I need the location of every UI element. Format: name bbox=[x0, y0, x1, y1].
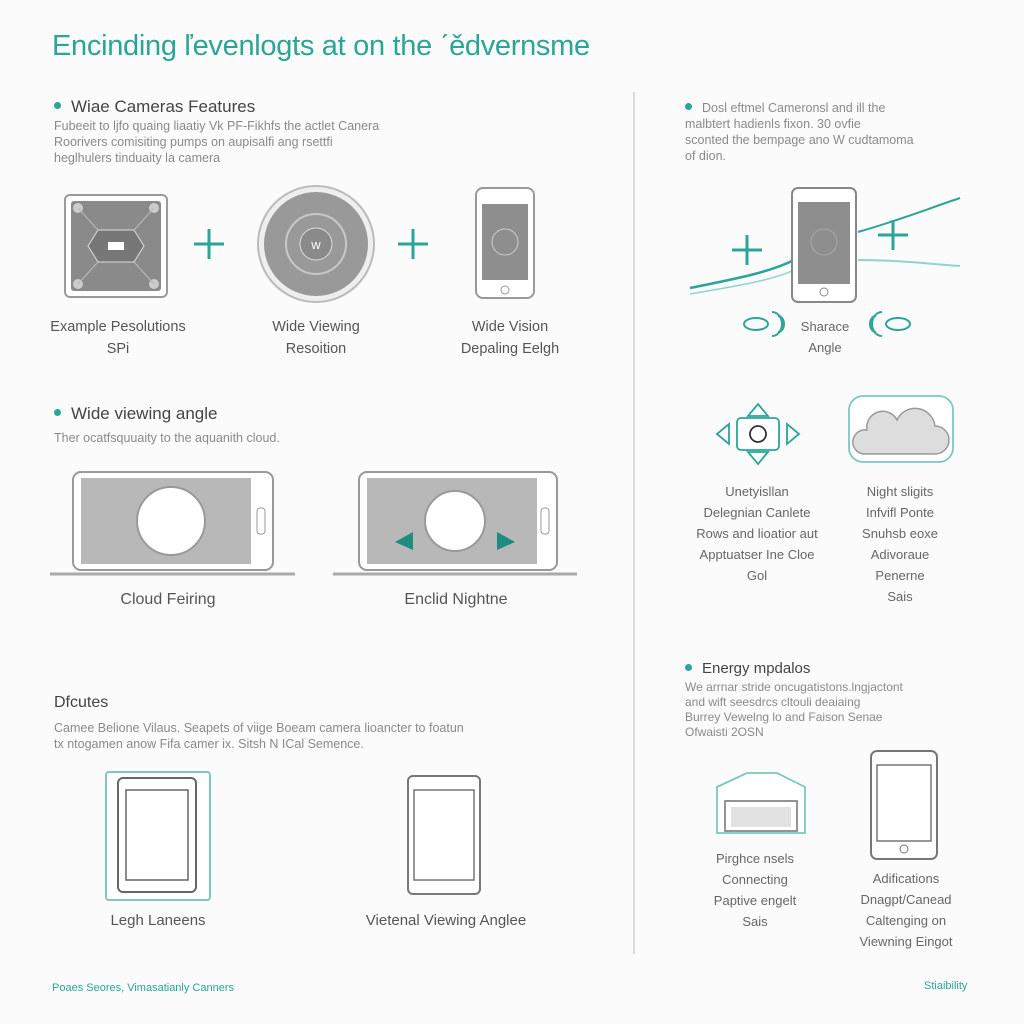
router-icon bbox=[716, 772, 806, 834]
camera-device-icon bbox=[50, 471, 295, 576]
energy-caption-2: Adifications Dnagpt/Canead Caltenging on… bbox=[859, 871, 953, 949]
difcutes-heading: Dfcutes bbox=[54, 694, 109, 711]
signal-wave-icon bbox=[869, 311, 911, 337]
cloud-icon bbox=[848, 395, 954, 463]
energy-heading: Energy mpdalos bbox=[685, 660, 810, 677]
difcutes-illustration bbox=[105, 771, 481, 901]
pair-caption-2: Night sligits Infvifl Ponte Snuhsb eoxe … bbox=[862, 484, 938, 604]
camera-device-icon bbox=[333, 471, 577, 576]
drone-icon bbox=[715, 402, 801, 466]
viewing-description: Ther ocatfsquuaity to the aquanith cloud… bbox=[54, 431, 280, 445]
intro-description: Dosl eftmel Cameronsl and ill the malbte… bbox=[685, 101, 914, 163]
square-camera-icon bbox=[64, 194, 168, 298]
smartphone-icon bbox=[791, 187, 857, 303]
column-divider bbox=[633, 92, 635, 954]
arrow-left-icon bbox=[395, 532, 413, 550]
energy-caption-1: Pirghce nsels Connecting Paptive engelt … bbox=[713, 851, 797, 929]
bullet-icon bbox=[54, 102, 61, 110]
pair-illustration bbox=[715, 395, 954, 466]
features-illustration: w bbox=[64, 185, 535, 303]
round-camera-icon: w bbox=[257, 185, 375, 303]
viewing-caption-2: Enclid Nightne bbox=[404, 591, 508, 608]
phone-outline-icon bbox=[407, 775, 481, 895]
plus-icon bbox=[878, 220, 908, 250]
features-heading: Wiae Cameras Features bbox=[54, 97, 255, 117]
plus-icon bbox=[194, 229, 224, 259]
pair-caption-1: Unetyisllan Delegnian Canlete Rows and l… bbox=[696, 484, 818, 583]
intro-illustration bbox=[689, 187, 961, 337]
features-description: Fubeeit to ljfo quaing liaatiy Vk PF-Fik… bbox=[54, 119, 380, 165]
footer-left: Poaes Seores, Vimasatianly Canners bbox=[52, 982, 235, 994]
bullet-icon bbox=[54, 409, 61, 417]
plus-icon bbox=[732, 235, 762, 265]
signal-wave-icon bbox=[743, 311, 785, 337]
footer-right: Stiaibility bbox=[924, 980, 968, 992]
svg-text:w: w bbox=[310, 237, 321, 252]
difcutes-caption-2: Vietenal Viewing Anglee bbox=[365, 912, 527, 929]
arrow-right-icon bbox=[497, 532, 515, 550]
smartphone-icon bbox=[475, 187, 535, 299]
viewing-illustration bbox=[50, 471, 577, 576]
energy-illustration bbox=[716, 750, 938, 860]
difcutes-caption-1: Legh Laneens bbox=[110, 912, 206, 929]
tablet-icon bbox=[105, 771, 211, 901]
bullet-icon bbox=[685, 103, 692, 111]
difcutes-description: Camee Belione Vilaus. Seapets of viige B… bbox=[54, 721, 464, 751]
energy-description: We arrnar stride oncugatistons.lngjacton… bbox=[685, 680, 903, 739]
phone-outline-icon bbox=[870, 750, 938, 860]
page-title: Encinding ľevenlogts at on the ˊědvernsm… bbox=[52, 30, 590, 62]
bullet-icon bbox=[685, 663, 692, 671]
plus-icon bbox=[398, 229, 428, 259]
viewing-heading: Wide viewing angle bbox=[54, 404, 217, 424]
viewing-caption-1: Cloud Feiring bbox=[120, 591, 216, 608]
